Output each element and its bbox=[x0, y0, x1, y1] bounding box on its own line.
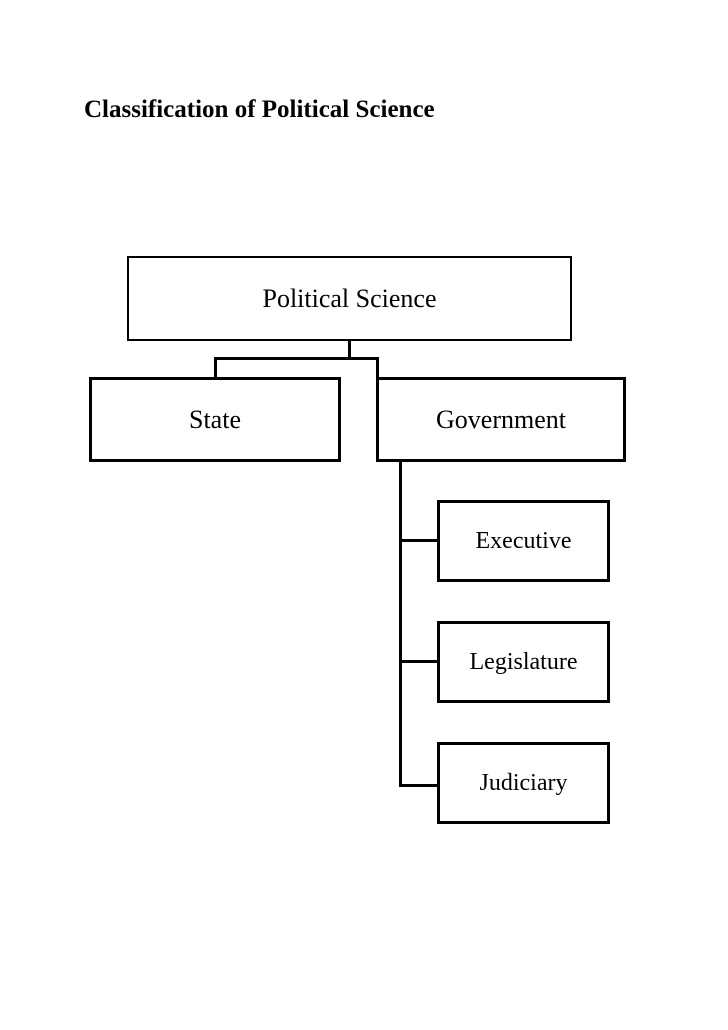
node-judiciary: Judiciary bbox=[437, 742, 610, 824]
node-executive: Executive bbox=[437, 500, 610, 582]
node-judiciary-label: Judiciary bbox=[479, 770, 568, 796]
connector-to-legislature bbox=[399, 660, 440, 663]
connector-to-judiciary bbox=[399, 784, 440, 787]
connector-to-executive bbox=[399, 539, 440, 542]
connector-government-trunk bbox=[399, 460, 402, 787]
node-political-science-label: Political Science bbox=[262, 283, 437, 313]
node-executive-label: Executive bbox=[475, 528, 572, 554]
connector-horizontal-bar bbox=[214, 357, 379, 360]
node-political-science: Political Science bbox=[127, 256, 572, 341]
node-government-label: Government bbox=[436, 404, 566, 434]
connector-to-state bbox=[214, 357, 217, 378]
node-legislature: Legislature bbox=[437, 621, 610, 703]
node-legislature-label: Legislature bbox=[469, 649, 578, 675]
node-state-label: State bbox=[189, 404, 241, 434]
page-title: Classification of Political Science bbox=[84, 96, 435, 123]
connector-to-government bbox=[376, 357, 379, 378]
node-government: Government bbox=[376, 377, 626, 462]
connector-root-drop bbox=[348, 341, 351, 360]
node-state: State bbox=[89, 377, 341, 462]
